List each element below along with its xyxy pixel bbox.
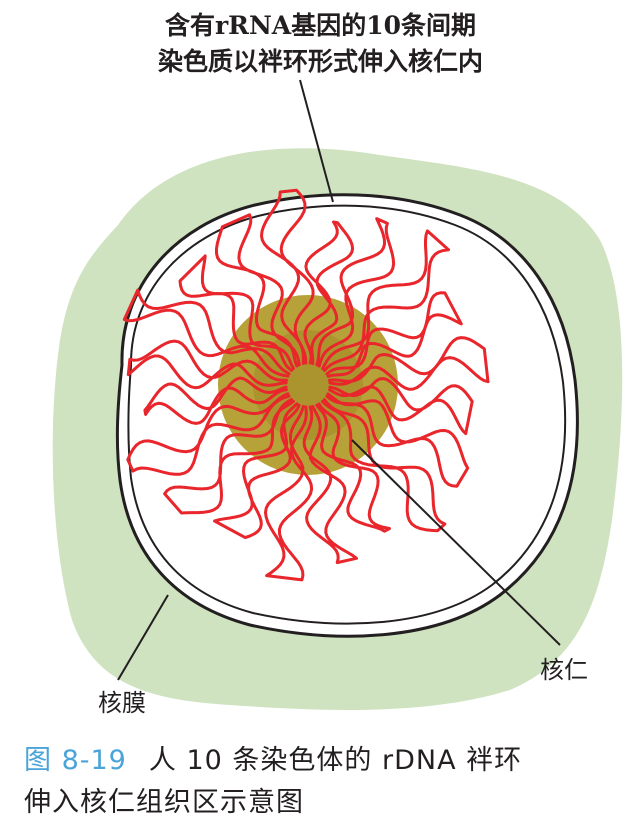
chromatin-loop	[315, 217, 396, 368]
chromatin-loop	[315, 402, 391, 533]
chromatin-loop	[325, 291, 463, 378]
chromatin-loop	[122, 288, 291, 378]
chromatin-loop	[213, 402, 301, 540]
chromatin-loop	[264, 405, 314, 582]
chromatin-loop	[163, 398, 295, 515]
figure-caption: 图 8-19 人 10 条染色体的 rDNA 袢环 伸入核仁组织区示意图	[24, 740, 624, 824]
figure-number: 图 8-19	[24, 745, 127, 776]
chromatin-annotation-line-2: 染色质以袢环形式伸入核仁内	[157, 47, 483, 76]
chromatin-loop	[126, 392, 291, 476]
caption-line-2: 伸入核仁组织区示意图	[24, 787, 304, 818]
envelope-pointer	[117, 594, 169, 681]
chromatin-loops	[122, 188, 490, 582]
caption-line-1: 图 8-19 人 10 条染色体的 rDNA 袢环	[24, 740, 624, 782]
chromatin-loop	[328, 377, 474, 436]
top-label-pointer	[299, 79, 334, 203]
chromatin-annotation-line-1: 含有rRNA基因的10条间期	[165, 11, 476, 40]
chromatin-loop	[215, 213, 301, 368]
chromatin-loop	[126, 339, 288, 390]
chromatin-loop	[325, 392, 470, 488]
chromatin-loop	[328, 336, 490, 391]
chromatin-loop	[303, 220, 355, 365]
chromatin-loop	[321, 229, 450, 372]
nucleolus-label: 核仁	[540, 656, 588, 684]
chromatin-loop	[143, 376, 288, 425]
chromatin-loop	[178, 254, 295, 372]
nucleus-diagram	[52, 79, 623, 710]
caption-text-1: 人 10 条染色体的 rDNA 袢环	[148, 745, 523, 776]
chromatin-annotation: 含有rRNA基因的10条间期 染色质以袢环形式伸入核仁内	[0, 8, 641, 80]
nucleolus-pointer	[351, 439, 561, 646]
nuclear-envelope-label: 核膜	[98, 689, 146, 717]
chromatin-loop	[260, 188, 315, 365]
chromatin-loop	[302, 405, 358, 565]
